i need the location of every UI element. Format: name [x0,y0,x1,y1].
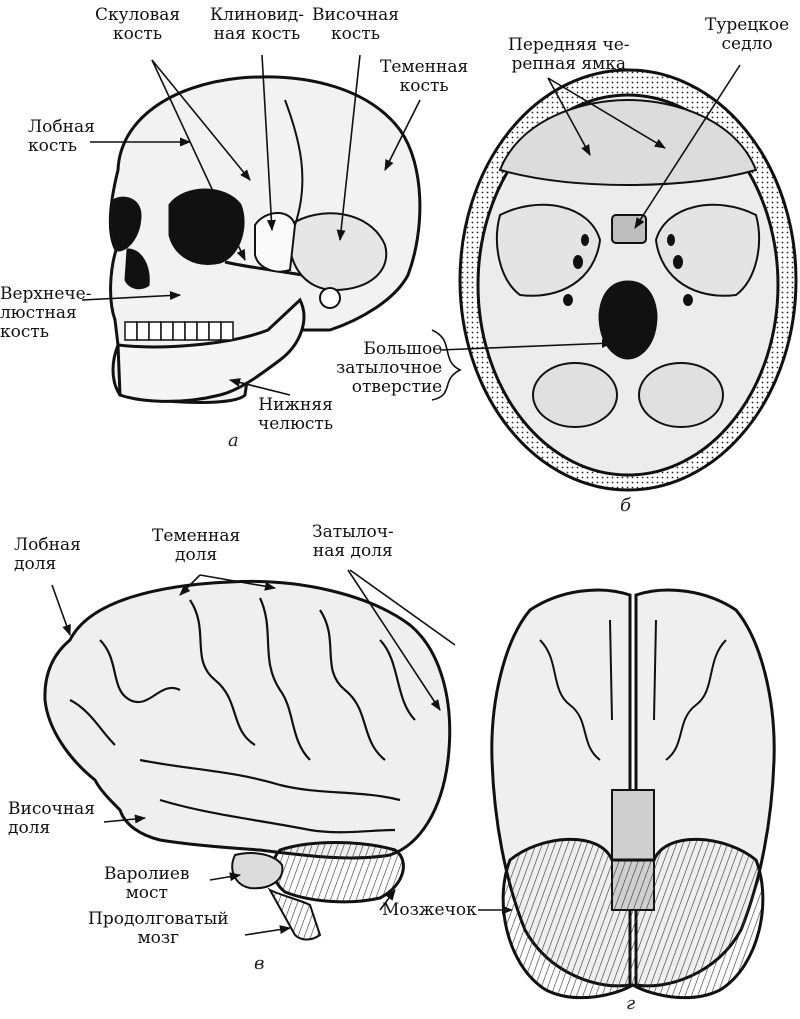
leader-anterior-fossa [547,77,591,156]
leader-temporal [336,54,361,242]
leader-zygomatic [151,59,251,181]
label-mandible: Нижняя челюсть [258,395,334,434]
label-anterior-cranial-fossa: Передняя че- репная ямка [508,35,630,74]
label-sella-turcica: Турецкое седло [705,15,790,54]
label-medulla: Продолговатый мозг [88,909,229,948]
medulla [267,887,322,941]
label-parietal-bone: Теменная кость [380,57,469,96]
anterior-cranial-fossa [498,98,758,187]
leader-frontal-lobe [51,584,71,637]
orbit [168,188,245,265]
brain-lateral-leaders [51,569,514,936]
leader-mandible [228,378,291,396]
teeth [124,321,234,341]
sphenoid-region [254,212,297,273]
label-maxilla: Верхнече- люстная кость [0,284,92,342]
leader-medulla [244,925,292,936]
label-frontal-lobe: Лобная доля [14,535,81,574]
label-temporal-lobe: Височная доля [8,799,96,838]
middle-fossa-left [496,203,602,297]
skull-base-drawing [458,68,798,492]
foramen-magnum [598,280,658,360]
cerebellum-inferior [501,837,765,1000]
skull-drawing [108,75,422,404]
coronal-suture [284,99,304,226]
brace-foramen [431,329,462,401]
label-sphenoid-bone: Клиновид- ная кость [210,5,304,44]
leader-sphenoid [261,54,276,232]
leader-pons [209,872,242,882]
inferior-gyri [539,619,727,761]
ear-opening [319,287,341,309]
leader-occipital-lobe [347,569,441,711]
skull-leaders [81,54,421,396]
caption-v: в [254,953,265,974]
middle-fossa-right [654,203,760,297]
leader-foramen [439,338,614,351]
label-pons: Варолиев мост [104,864,190,903]
orbit-left [111,196,142,252]
caption-g: г [626,993,636,1014]
posterior-fossa-left [532,362,618,428]
label-parietal-lobe: Теменная доля [152,526,241,565]
temporal-region [288,212,388,292]
pons [231,852,284,890]
label-temporal-bone: Височная кость [312,5,400,44]
label-frontal-bone: Лобная кость [28,117,95,156]
leader-temporal-lobe [103,814,147,824]
label-zygomatic-bone: Скуловая кость [95,5,181,44]
caption-a: а [228,430,239,451]
skull-base-leaders [431,64,741,401]
label-foramen-magnum: Большое затылочное отверстие [336,339,443,397]
leader-sella [634,64,741,229]
leader-parietal [384,99,421,172]
leader-maxilla [81,291,182,301]
cerebrum-outline [43,579,452,860]
caption-b: б [620,495,631,516]
brain-lateral-drawing [43,579,452,941]
label-cerebellum: Мозжечок [382,900,477,920]
leader-parietal-lobe-1 [179,574,201,596]
leader-parietal-lobe-2 [199,574,277,591]
mandible [116,297,306,403]
foramina [563,234,693,306]
label-occipital-lobe: Затылоч- ная доля [312,522,394,561]
cerebellum-lateral [271,841,405,904]
nasal-cavity [124,248,150,290]
leader-cerebellum-left [379,889,396,911]
posterior-fossa-right [638,362,724,428]
brain-inferior-drawing [490,588,776,1000]
gyri [69,597,416,834]
